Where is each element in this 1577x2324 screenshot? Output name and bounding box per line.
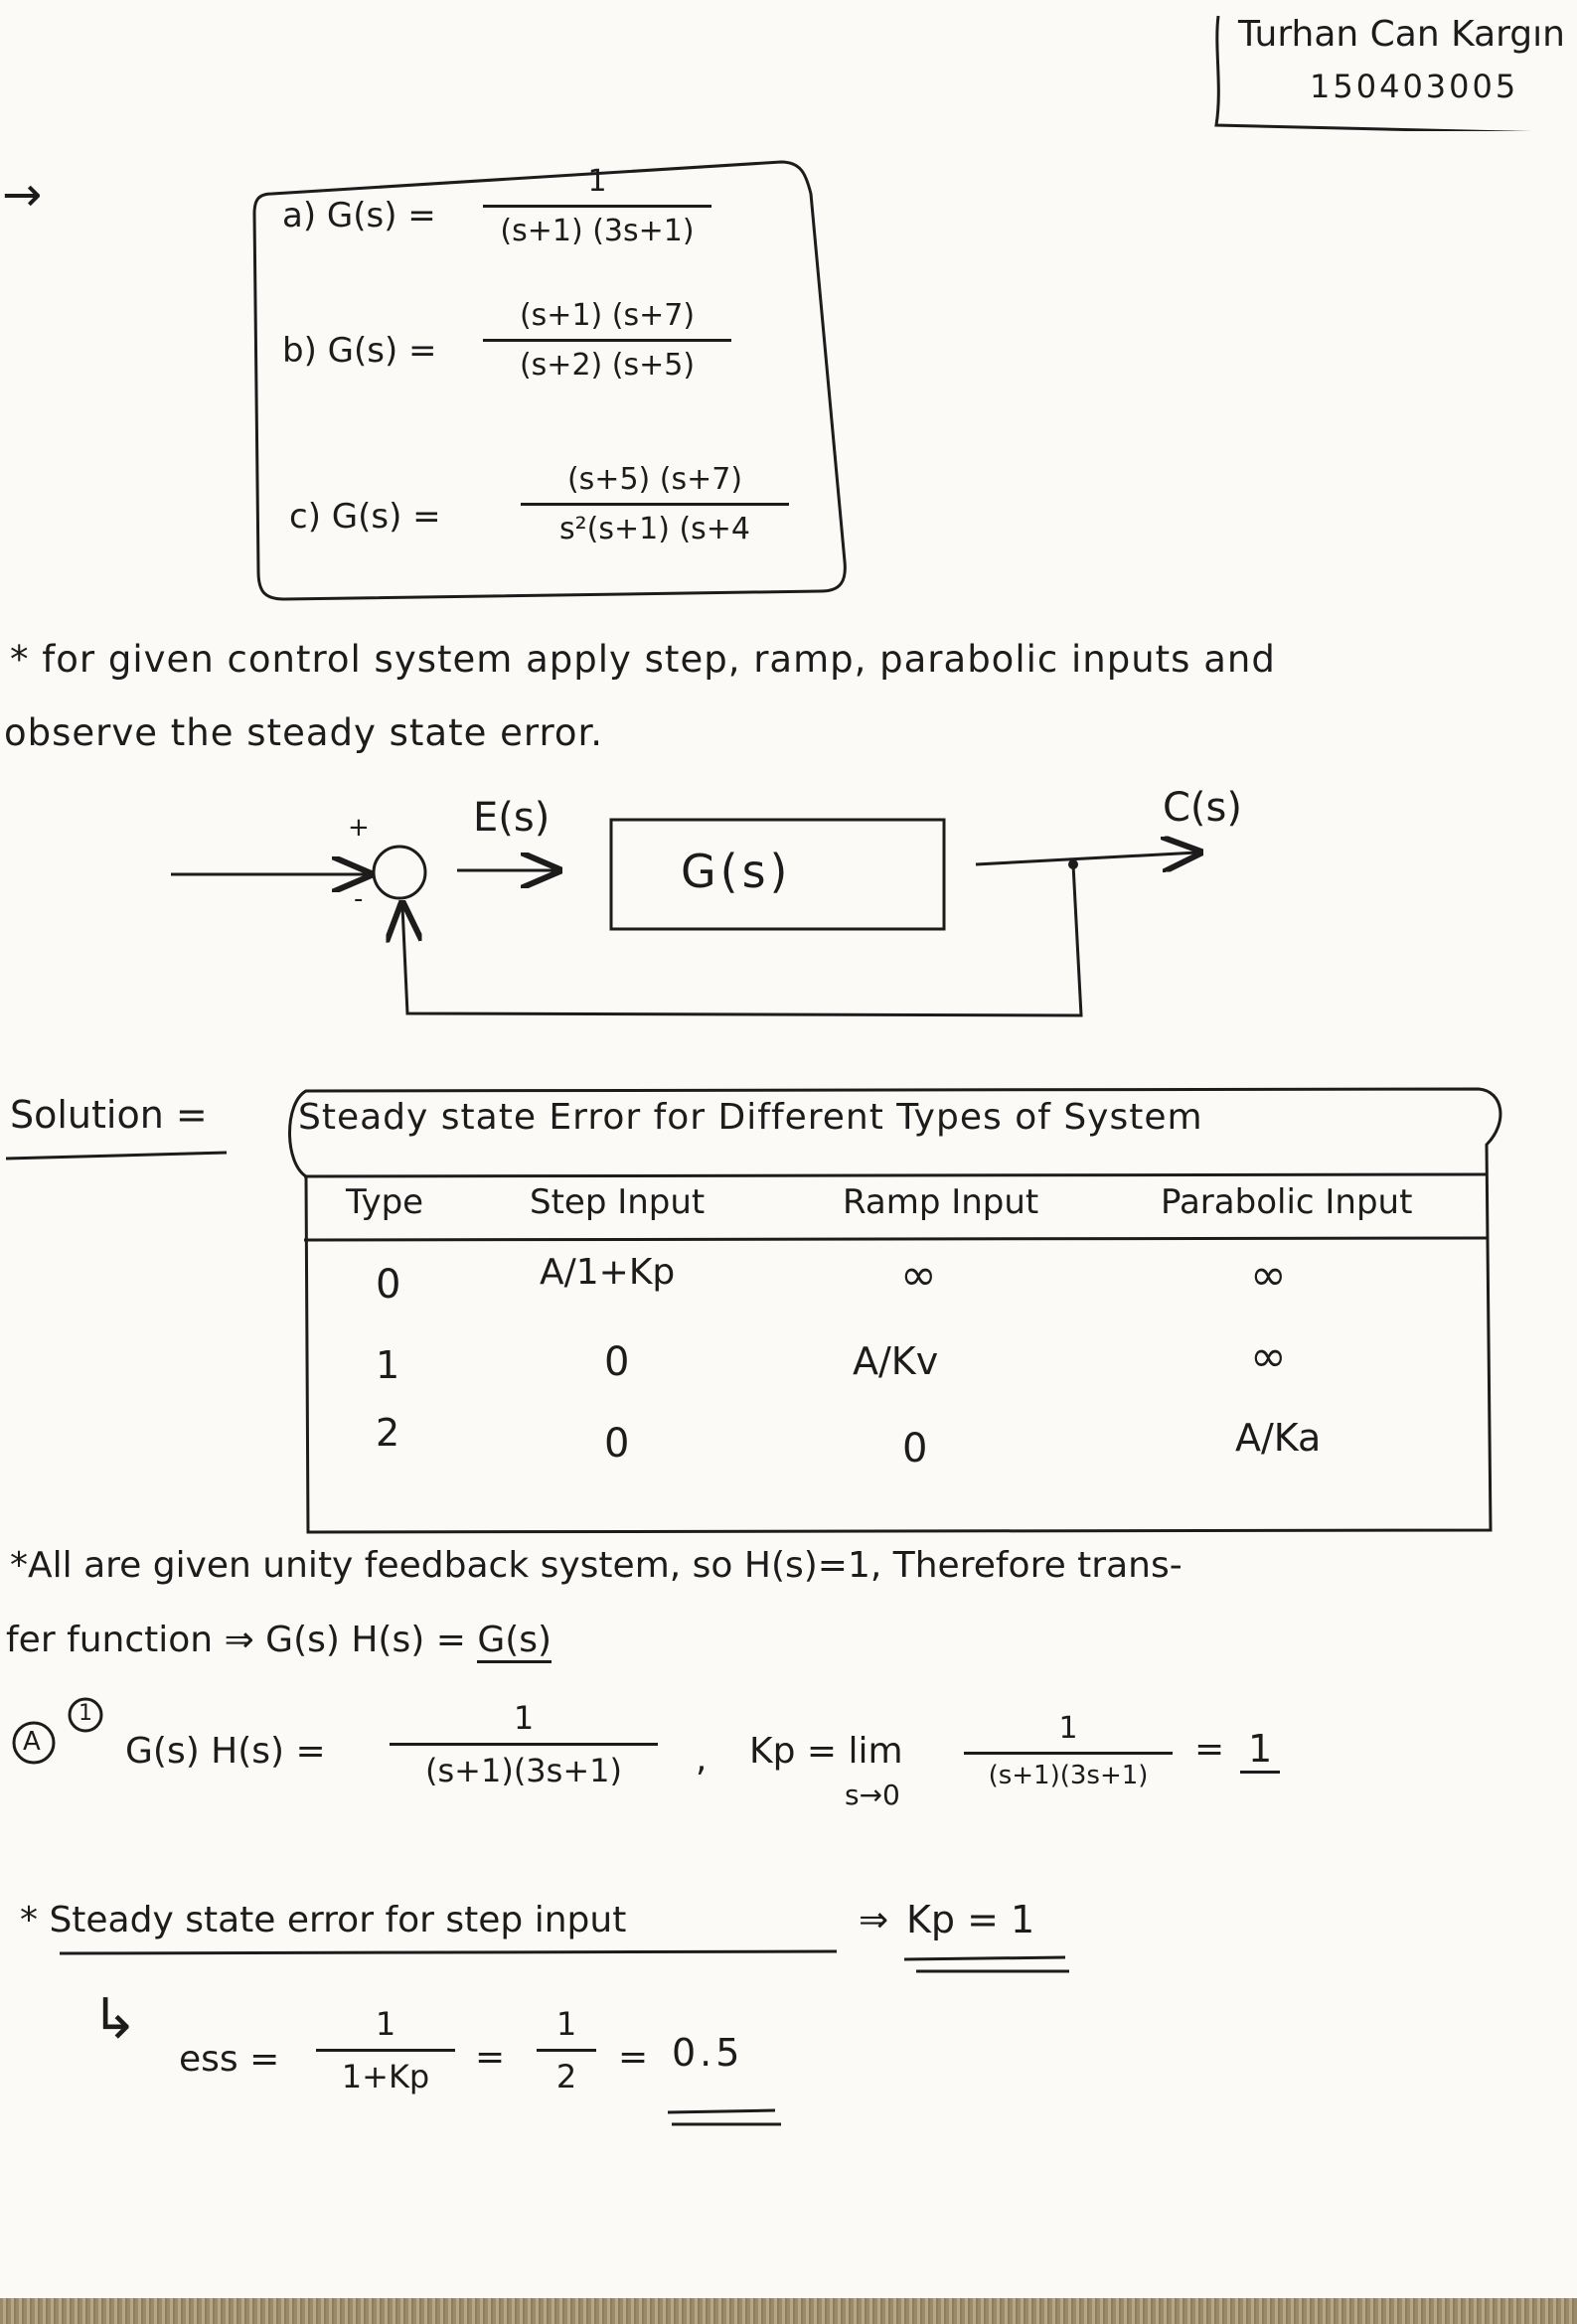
item-a-denominator: (s+1) (3s+1) bbox=[500, 214, 695, 248]
header-parabolic: Parabolic Input bbox=[1161, 1182, 1413, 1222]
header-type: Type bbox=[346, 1182, 424, 1222]
item-b-numerator: (s+1) (s+7) bbox=[519, 298, 696, 333]
ess-fraction-2: 1 2 bbox=[537, 2005, 596, 2095]
step-kp: Kp = 1 bbox=[906, 1898, 1035, 1941]
row-1-step: 0 bbox=[604, 1339, 630, 1385]
row-2-ramp: 0 bbox=[902, 1426, 928, 1472]
part-a-fraction: 1 (s+1)(3s+1) bbox=[390, 1699, 658, 1789]
item-b-denominator: (s+2) (s+5) bbox=[519, 348, 696, 383]
note-line-2-prefix: fer function ⇒ G(s) H(s) = bbox=[6, 1620, 478, 1660]
item-b-label: b) G(s) = bbox=[282, 331, 437, 371]
table-title: Steady state Error for Different Types o… bbox=[298, 1097, 1203, 1138]
page-bottom-edge bbox=[0, 2298, 1577, 2324]
row-2-step: 0 bbox=[604, 1421, 630, 1467]
part-a-numerator: 1 bbox=[513, 1699, 535, 1737]
error-label: E(s) bbox=[473, 795, 551, 841]
ess-denominator-2: 2 bbox=[555, 2058, 577, 2095]
error-table: Steady state Error for Different Types o… bbox=[276, 1083, 1513, 1540]
fraction-bar bbox=[483, 205, 711, 208]
circled-markers bbox=[12, 1697, 103, 1765]
fraction-bar bbox=[316, 2049, 455, 2052]
row-2-type: 2 bbox=[376, 1411, 400, 1455]
row-1-type: 1 bbox=[376, 1343, 400, 1387]
part-a-comma: , bbox=[696, 1739, 708, 1780]
instruction-line-1: * for given control system apply step, r… bbox=[10, 638, 1276, 681]
ess-numerator-2: 1 bbox=[555, 2005, 577, 2043]
row-1-parabolic: ∞ bbox=[1250, 1331, 1287, 1382]
kp-equals: = bbox=[1194, 1729, 1225, 1770]
header-step: Step Input bbox=[530, 1182, 706, 1222]
ess-equals-2: = bbox=[618, 2037, 649, 2078]
ess-label: ess = bbox=[179, 2039, 280, 2080]
kp-fraction: 1 (s+1)(3s+1) bbox=[964, 1711, 1173, 1790]
item-c-denominator: s²(s+1) (s+4 bbox=[558, 512, 750, 546]
part-a-lhs: G(s) H(s) = bbox=[125, 1731, 326, 1772]
author-bracket bbox=[1214, 15, 1532, 131]
part-a: A 1 G(s) H(s) = 1 (s+1)(3s+1) , Kp = lim… bbox=[10, 1689, 1401, 1838]
fraction-bar bbox=[964, 1752, 1173, 1755]
row-0-type: 0 bbox=[376, 1262, 401, 1308]
ess-result: 0.5 bbox=[672, 2031, 744, 2075]
part-a-marker: A bbox=[23, 1727, 41, 1757]
item-c-numerator: (s+5) (s+7) bbox=[566, 462, 743, 497]
ess-hook: ↳ bbox=[91, 1987, 138, 2052]
row-0-ramp: ∞ bbox=[900, 1250, 937, 1301]
author-name: Turhan Can Kargın bbox=[1238, 14, 1565, 55]
author-id: 150403005 bbox=[1310, 68, 1519, 105]
row-0-step: A/1+Kp bbox=[540, 1252, 676, 1293]
item-a-fraction: 1 (s+1) (3s+1) bbox=[483, 164, 711, 248]
ess-fraction-1: 1 1+Kp bbox=[316, 2005, 455, 2095]
kp-numerator: 1 bbox=[1058, 1711, 1078, 1746]
arrow-icon: → bbox=[2, 167, 43, 223]
problem-box-border bbox=[252, 160, 847, 601]
block-diagram-lines bbox=[171, 818, 1272, 1017]
note-line-2-result: G(s) bbox=[477, 1620, 552, 1663]
item-c-label: c) G(s) = bbox=[289, 497, 441, 537]
fraction-bar bbox=[537, 2049, 596, 2052]
fraction-bar bbox=[521, 503, 789, 506]
row-1-ramp: A/Kv bbox=[853, 1339, 939, 1383]
note-line-2: fer function ⇒ G(s) H(s) = G(s) bbox=[6, 1620, 552, 1663]
ess-equals-1: = bbox=[475, 2037, 506, 2078]
part-a-sub-marker: 1 bbox=[79, 1701, 92, 1726]
note-line-1: *All are given unity feedback system, so… bbox=[10, 1545, 1183, 1586]
header-ramp: Ramp Input bbox=[843, 1182, 1039, 1222]
item-c-fraction: (s+5) (s+7) s²(s+1) (s+4 bbox=[521, 462, 789, 546]
item-a-label: a) G(s) = bbox=[282, 196, 436, 235]
solution-label: Solution = bbox=[10, 1093, 208, 1137]
kp-denominator: (s+1)(3s+1) bbox=[988, 1761, 1149, 1790]
instruction-line-2: observe the steady state error. bbox=[4, 711, 604, 754]
item-a-numerator: 1 bbox=[587, 164, 607, 199]
author-block: Turhan Can Kargın 150403005 bbox=[1210, 8, 1565, 131]
row-0-parabolic: ∞ bbox=[1250, 1250, 1287, 1301]
block-diagram: + - E(s) G(s) C(s) bbox=[159, 785, 1272, 1023]
item-b-fraction: (s+1) (s+7) (s+2) (s+5) bbox=[483, 298, 731, 383]
step-line: * Steady state error for step input bbox=[20, 1900, 627, 1940]
part-a-denominator: (s+1)(3s+1) bbox=[425, 1752, 622, 1789]
fraction-bar bbox=[390, 1743, 658, 1746]
kp-limit: s→0 bbox=[845, 1779, 900, 1811]
row-2-parabolic: A/Ka bbox=[1235, 1416, 1322, 1460]
kp-result: 1 bbox=[1240, 1727, 1281, 1774]
ess-denominator-1: 1+Kp bbox=[341, 2058, 430, 2095]
minus-sign: - bbox=[354, 884, 364, 914]
problem-box: a) G(s) = 1 (s+1) (3s+1) b) G(s) = (s+1)… bbox=[244, 154, 853, 601]
fraction-bar bbox=[483, 339, 731, 342]
block-label: G(s) bbox=[681, 845, 792, 898]
kp-label: Kp = lim bbox=[749, 1731, 903, 1772]
step-implies: ⇒ bbox=[859, 1900, 889, 1940]
ess-numerator-1: 1 bbox=[375, 2005, 396, 2043]
error-table-border bbox=[288, 1087, 1502, 1534]
output-label: C(s) bbox=[1163, 785, 1242, 831]
plus-sign: + bbox=[348, 813, 370, 843]
